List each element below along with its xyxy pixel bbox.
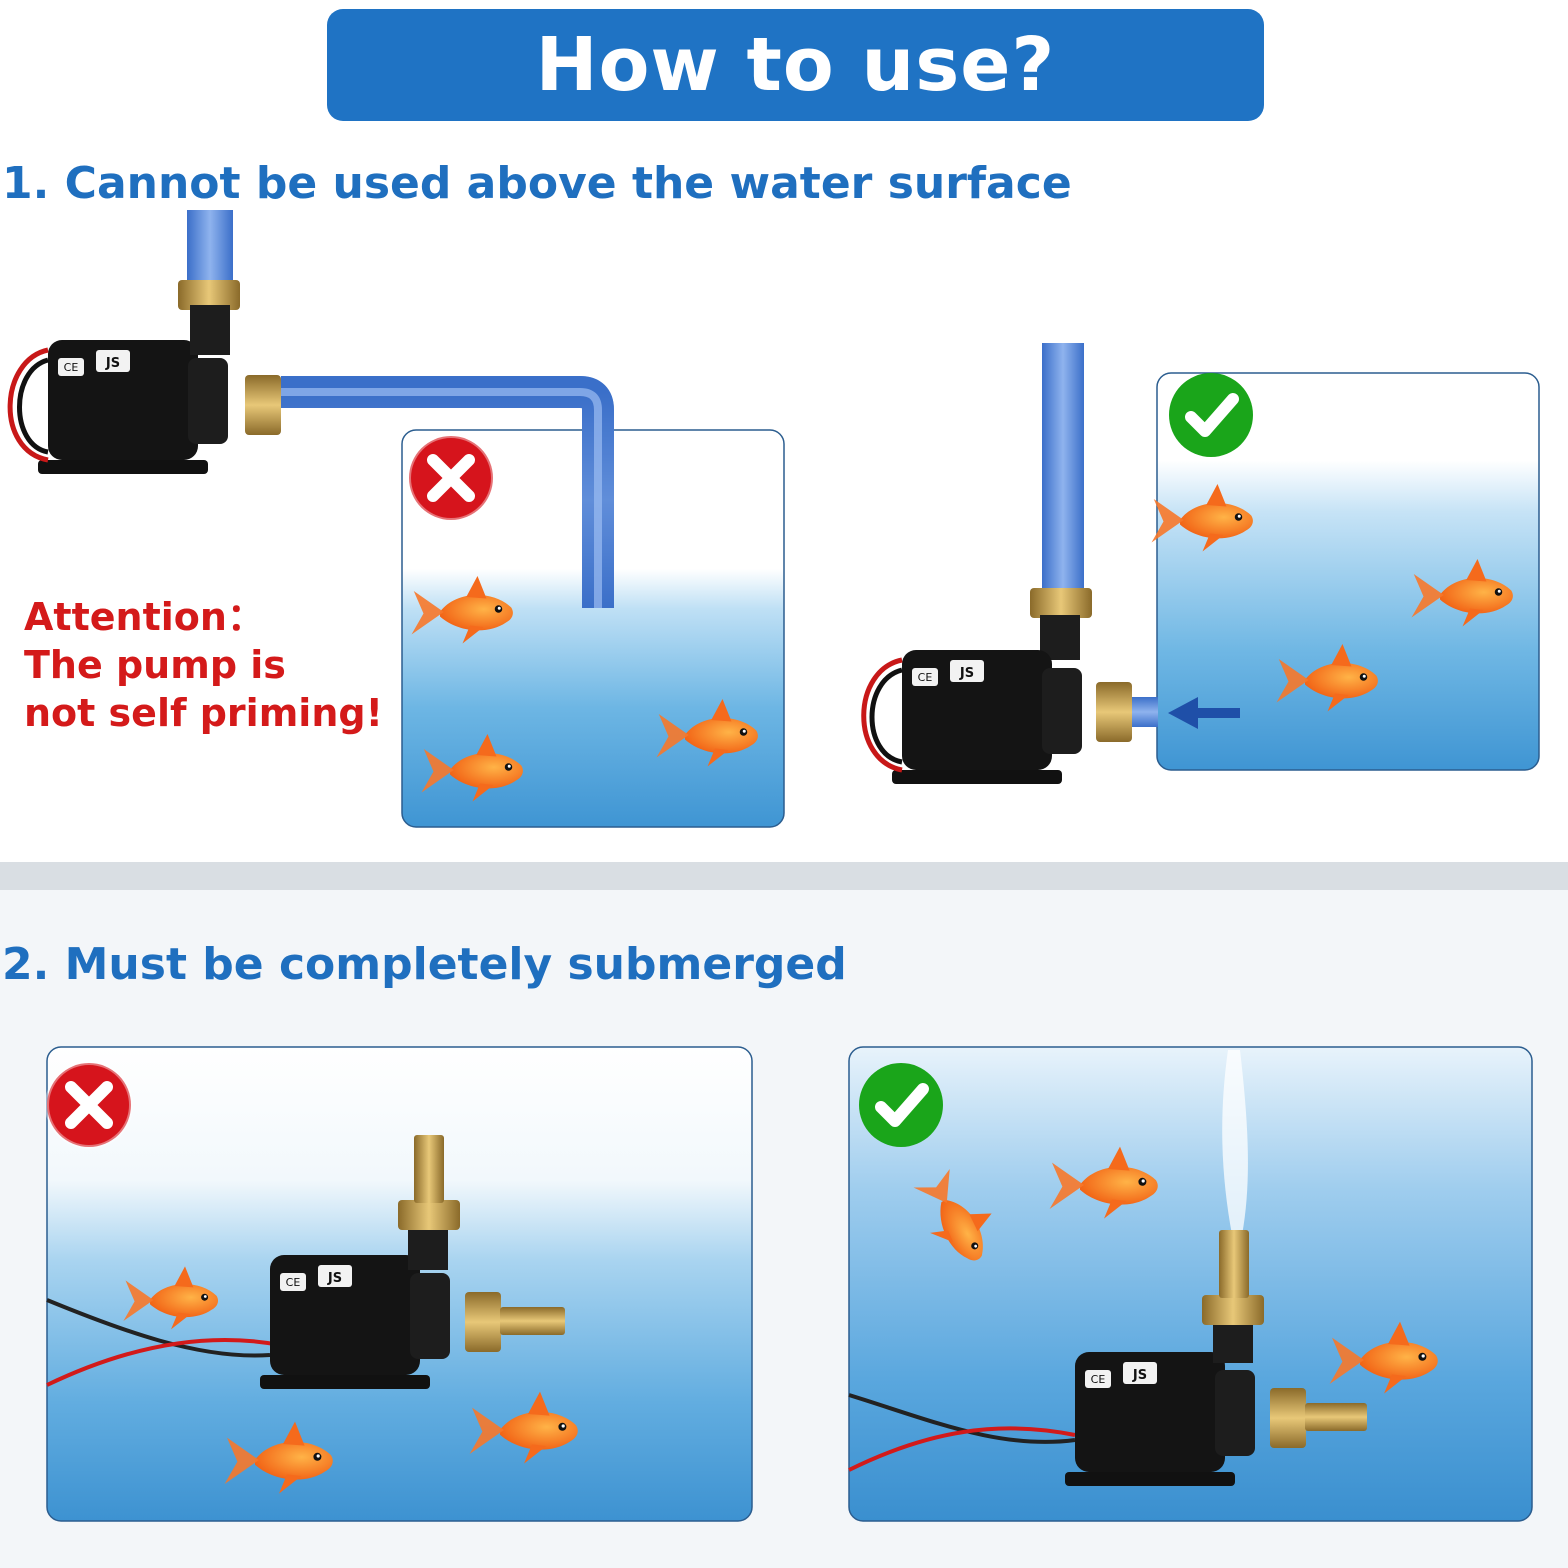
inlet-fitting <box>465 1292 501 1352</box>
correct-scene-fully-submerged <box>848 1046 1533 1522</box>
pump <box>892 650 1082 784</box>
outlet-tube <box>187 210 233 290</box>
inlet-barb <box>500 1307 565 1335</box>
section2-heading: 2. Must be completely submerged <box>2 939 847 990</box>
water-tank-bottom-right <box>848 1046 1533 1522</box>
hose-barb <box>414 1135 444 1203</box>
brass-fitting <box>1030 588 1092 618</box>
attention-line-2: The pump is <box>24 643 286 687</box>
black-wire <box>46 1298 271 1358</box>
red-wire <box>848 1426 1076 1472</box>
red-wire <box>861 657 903 773</box>
wrong-scene-above-water <box>7 210 785 828</box>
brass-fitting <box>178 280 240 310</box>
wrong-scene-partially-submerged <box>46 1046 753 1522</box>
pump-neck <box>190 305 230 355</box>
red-wire <box>7 347 49 463</box>
attention-note: Attention： The pump is not self priming! <box>24 593 383 737</box>
inlet-barb <box>1305 1403 1367 1431</box>
red-wire <box>46 1338 281 1387</box>
check-icon <box>859 1063 943 1147</box>
attention-line-1: Attention： <box>24 595 265 639</box>
brass-fitting <box>398 1200 460 1230</box>
correct-scene-below-water <box>861 343 1540 784</box>
inlet-fitting <box>1096 682 1132 742</box>
black-wire <box>869 667 903 765</box>
outlet-tube <box>1042 343 1084 593</box>
wrong-x-icon <box>409 436 493 520</box>
section1-heading: 1. Cannot be used above the water surfac… <box>2 158 1072 209</box>
hose-barb <box>1219 1230 1249 1298</box>
check-icon <box>1169 373 1253 457</box>
title-banner: How to use? <box>327 9 1264 121</box>
page-title: How to use? <box>535 22 1056 108</box>
inlet-fitting <box>245 375 281 435</box>
water-jet <box>1222 1050 1248 1235</box>
pump <box>38 340 228 474</box>
brass-fitting <box>1202 1295 1264 1325</box>
inlet-fitting <box>1270 1388 1306 1448</box>
wrong-x-icon <box>47 1063 131 1147</box>
section-divider <box>0 862 1568 890</box>
black-wire <box>17 357 49 455</box>
water-tank-right <box>1156 372 1540 771</box>
attention-line-3: not self priming! <box>24 691 383 735</box>
